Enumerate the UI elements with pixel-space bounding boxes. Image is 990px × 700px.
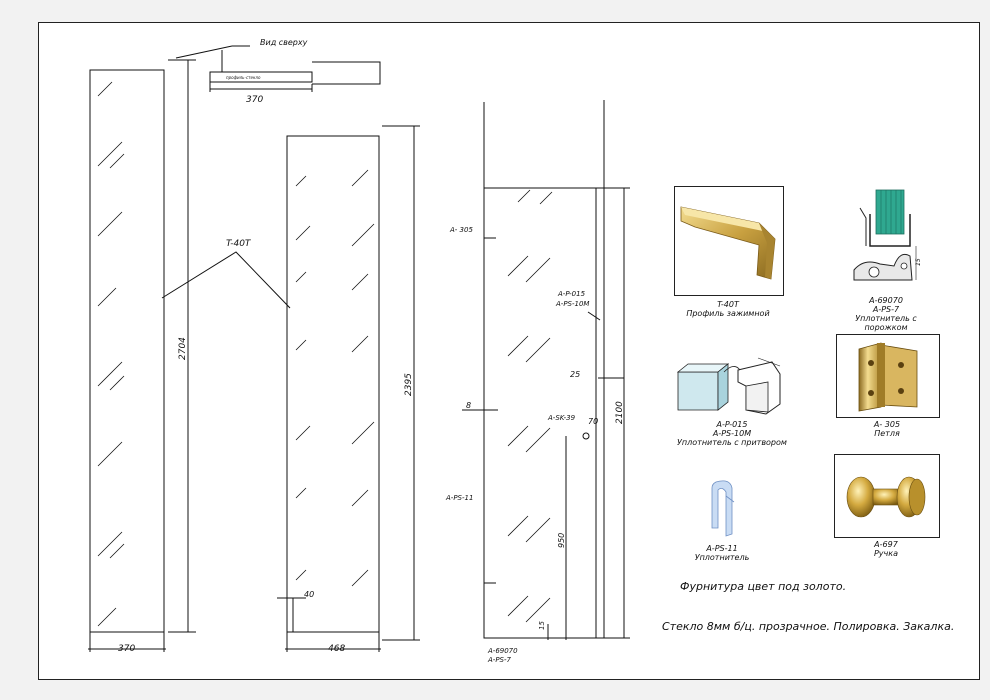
drawing-sheet [38,22,980,680]
door-gap: 25 [570,370,580,379]
note-glass: Стекло 8мм б/ц. прозрачное. Полировка. З… [662,620,955,633]
top-view-width: 370 [246,95,263,105]
part-seal-desc: Уплотнитель [694,553,750,562]
panel-mid-height: 2395 [404,373,414,396]
top-view-profile-tag: профиль-стекло [226,75,261,80]
part-hinge-code: A- 305 [873,420,901,429]
top-view [175,45,381,92]
part-hinge-caption: A- 305 Петля [836,420,938,438]
callout-profile: A-P-015 [557,290,586,298]
part-handle-code: A-697 [874,540,898,549]
part-seal-caption: A-PS-11 Уплотнитель [680,544,764,562]
part-threshold-seal-code: A-69070 [869,296,903,305]
callout-bottom-seal-2: A-PS-7 [487,656,512,664]
part-profile-desc: Профиль зажимной [686,309,770,318]
panel-left [88,59,196,652]
part-threshold-seal-caption: A-69070 A-PS-7 Уплотнитель с порожком [836,296,936,332]
part-rebate-seal-desc: Уплотнитель с притвором [677,438,787,447]
callout-seal-10m: A-PS-10M [555,300,589,308]
part-profile-code: T-40T [717,300,739,309]
part-handle-image [834,454,940,538]
door-handle-x: 70 [588,417,598,426]
part-handle-caption: A-697 Ручка [834,540,938,558]
panel-middle [277,125,420,652]
door-offset: 8 [466,401,471,410]
part-threshold-seal-image: 15 [846,186,922,290]
door-bottom-gap: 15 [538,621,546,630]
part-threshold-seal-code2: A-PS-7 [872,305,900,314]
door-height: 2100 [615,401,625,424]
part-handle-desc: Ручка [873,549,899,558]
part-profile-caption: T-40T Профиль зажимной [670,300,786,318]
part-threshold-seal-dim: 15 [915,258,922,266]
callout-bottom-seal: A-69070 [487,647,518,655]
panel-mid-width: 468 [328,644,345,654]
callout-seal-11: A-PS-11 [445,494,473,502]
panel-left-height: 2704 [178,337,188,360]
part-rebate-seal-code2: A-PS-10M [712,429,752,438]
part-rebate-seal-image [676,352,786,418]
door-handle-y: 950 [557,533,566,548]
panel-mid-notch: 40 [304,590,314,599]
part-hinge-desc: Петля [874,429,900,438]
profile-callout: T-40T [226,239,252,249]
callout-hinge: A- 305 [449,226,473,234]
part-rebate-seal-caption: A-P-015 A-PS-10M Уплотнитель с притвором [672,420,792,447]
part-profile-image [674,186,784,296]
note-fittings: Фурнитура цвет под золото. [680,580,847,593]
part-rebate-seal-code: A-P-015 [716,420,748,429]
panel-left-width: 370 [118,644,135,654]
top-view-label: Вид сверху [260,38,308,47]
part-seal-image [700,476,746,540]
part-seal-code: A-PS-11 [706,544,738,553]
part-threshold-seal-desc: Уплотнитель с порожком [855,314,917,332]
callout-knob: A-SK-39 [547,414,576,422]
door [462,100,630,640]
part-hinge-image [836,334,940,418]
